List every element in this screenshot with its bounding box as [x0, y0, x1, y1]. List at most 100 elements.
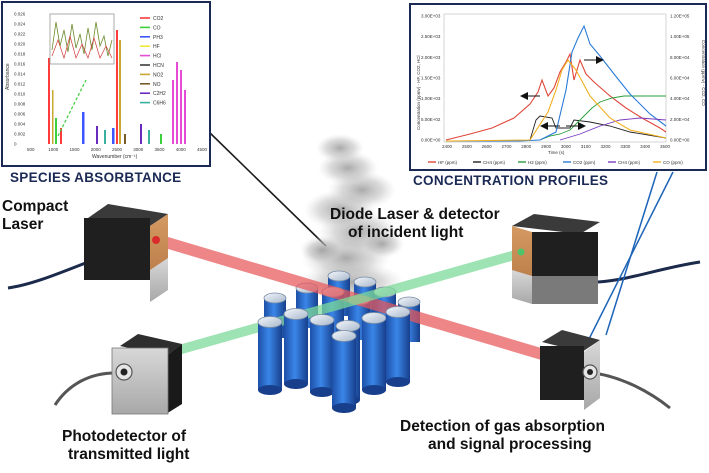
profiles-xtick: 3200 [601, 144, 612, 149]
spectrum-xtick: 500 [27, 147, 35, 152]
spectrum-legend-label: NO2 [153, 72, 164, 78]
profiles-ytick-left: 1.00E+03 [421, 96, 441, 101]
profiles-legend-label: HF (ppm) [438, 160, 458, 165]
spectrum-ytick: 0.010 [14, 92, 26, 97]
compact-laser-label: Compact Laser [2, 198, 68, 234]
profiles-callout-line-2 [585, 171, 674, 346]
profiles-xlabel: Time (s) [548, 150, 565, 155]
diode-laser-label: Diode Laser & detector of incident light [330, 206, 500, 242]
spectrum-peaks [48, 30, 186, 144]
compact-laser-aperture [152, 236, 160, 244]
profiles-ytick-right: 0.00E+00 [670, 138, 690, 143]
spectrum-ytick: 0 [14, 142, 17, 147]
profiles-legend-label: CH4 (ppm) [618, 160, 641, 165]
profiles-ytick-right: 6.00E+04 [670, 76, 690, 81]
profiles-ytick-left: 5.00E+02 [421, 117, 441, 122]
diode-laser-label-line2: of incident light [348, 223, 464, 241]
profiles-ytick-left: 1.50E+03 [421, 76, 441, 81]
spectrum-xtick: 3000 [133, 147, 144, 152]
profiles-ytick-right: 8.00E+04 [670, 55, 690, 60]
spectrum-ytick: 0.016 [14, 62, 26, 67]
profiles-xtick: 2400 [442, 144, 453, 149]
compact-laser-label-line2: Laser [2, 215, 44, 233]
photodetector-aperture [120, 368, 128, 376]
photodetector-label: Photodetector of transmitted light [62, 428, 189, 464]
profiles-ytick-right: 1.00E+05 [670, 34, 690, 39]
spectrum-inset [49, 13, 115, 65]
spectrum-ylabel: Absorbance [5, 63, 11, 90]
spectrum-ytick: 0.018 [14, 52, 26, 57]
green-laser-beam [168, 248, 522, 358]
profiles-legend-label: CO2 (ppm) [573, 160, 596, 165]
spectrum-xlabel: Wavenumber (cm⁻¹) [92, 154, 138, 160]
spectrum-legend-label: PH3 [153, 35, 163, 41]
diode-laser-label-line1: Diode Laser & detector [330, 206, 500, 223]
spectrum-ytick: 0.004 [14, 122, 26, 127]
spectrum-legend-label: HCl [153, 54, 161, 60]
photodetector-label-line1: Photodetector of [62, 428, 186, 445]
profiles-xtick: 3500 [660, 144, 671, 149]
detection-aperture [587, 369, 593, 375]
concentration-profiles-caption: CONCENTRATION PROFILES [413, 173, 609, 188]
compact-laser-device [84, 204, 168, 302]
profiles-axis-arrows [520, 56, 604, 130]
spectrum-ytick: 0.026 [14, 12, 26, 17]
profiles-xtick: 2500 [462, 144, 473, 149]
battery-cells-front [257, 306, 411, 413]
spectrum-ytick: 0.024 [14, 22, 26, 27]
profiles-legend-label: CH4 (ppm) [483, 160, 506, 165]
profiles-xtick: 3300 [620, 144, 631, 149]
spectrum-ytick: 0.014 [14, 72, 26, 77]
profiles-legend-label: CO (ppm) [663, 160, 683, 165]
profiles-ylabel-right: Concentration (ppmv) - CO2, CO [701, 40, 706, 106]
profiles-xtick: 3000 [561, 144, 572, 149]
spectrum-xtick: 4500 [197, 147, 208, 152]
profiles-ytick-right: 2.00E+04 [670, 117, 690, 122]
profiles-xtick: 2600 [482, 144, 493, 149]
profiles-xtick: 2700 [501, 144, 512, 149]
detection-signal-device [540, 330, 600, 410]
profiles-ytick-left: 2.00E+03 [421, 55, 441, 60]
spectrum-ytick: 0.008 [14, 102, 26, 107]
photodetector-label-line2: transmitted light [68, 445, 190, 463]
compact-laser-label-line1: Compact [2, 198, 69, 215]
spectrum-xtick: 1000 [48, 147, 59, 152]
profiles-ytick-right: 1.20E+05 [670, 14, 690, 19]
spectrum-legend-label: C2H2 [153, 91, 166, 97]
diode-cable [597, 260, 701, 284]
spectrum-xtick: 1500 [70, 147, 81, 152]
diode-laser-detector-device [512, 214, 600, 304]
species-absorbtance-panel: 0.026 0.024 0.022 0.020 0.018 0.016 0.014 0.012… [1, 1, 211, 167]
spectrum-ytick: 0.002 [14, 132, 26, 137]
species-callout-line [207, 130, 327, 247]
smoke-plume [300, 134, 404, 302]
profiles-ytick-left: 3.00E+03 [421, 14, 441, 19]
spectrum-legend-label: CO [153, 25, 161, 31]
detection-label-line2: and signal processing [428, 435, 592, 453]
photodetector-device [111, 334, 182, 415]
laser-cable [7, 260, 89, 290]
profiles-ytick-left: 0.00E+00 [421, 138, 441, 143]
detection-label-line1: Detection of gas absorption [400, 418, 605, 435]
profiles-ytick-left: 2.50E+03 [421, 34, 441, 39]
spectrum-ytick: 0.022 [14, 32, 26, 37]
spectrum-ytick: 0.012 [14, 82, 26, 87]
spectrum-xtick: 2000 [91, 147, 102, 152]
spectrum-legend-label: NO [153, 82, 161, 88]
spectrum-xtick: 4000 [176, 147, 187, 152]
spectrum-legend-label: HF [153, 44, 160, 50]
spectrum-xtick: 2500 [112, 147, 123, 152]
species-absorbtance-caption: SPECIES ABSORBTANCE [10, 170, 182, 185]
spectrum-xtick: 3500 [155, 147, 166, 152]
profiles-xtick: 2800 [521, 144, 532, 149]
diode-aperture [517, 248, 525, 256]
profiles-xtick: 3400 [640, 144, 651, 149]
spectrum-legend-label: HCN [153, 63, 164, 69]
spectrum-ytick: 0.020 [14, 42, 26, 47]
spectrum-ytick: 0.006 [14, 112, 26, 117]
profiles-ytick-right: 4.00E+04 [670, 96, 690, 101]
profiles-legend-label: H2 (ppm) [528, 160, 547, 165]
profiles-ylabel-left: Concentration (ppmv) - HF, CO2, HCl [416, 55, 421, 130]
